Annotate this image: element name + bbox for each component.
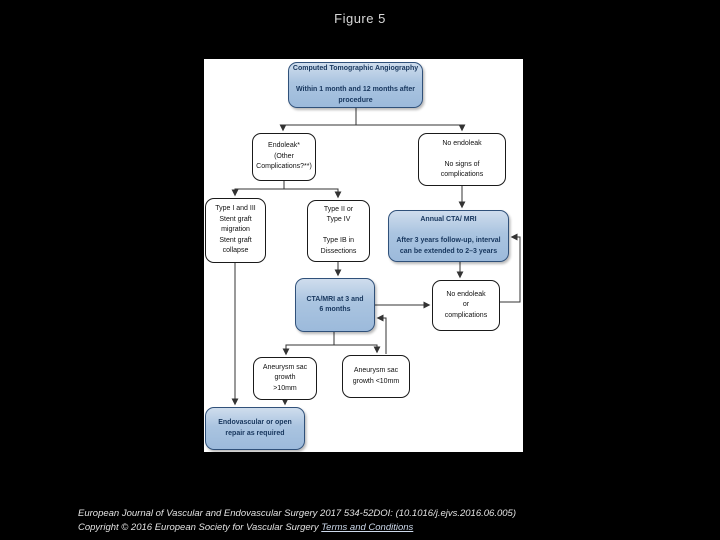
citation-line1: European Journal of Vascular and Endovas… [78, 508, 516, 519]
node-no-endoleak: No endoleak No signs of complications [418, 133, 506, 186]
node-repair: Endovascular or open repair as required [205, 407, 305, 450]
node-type-ii-iv: Type II or Type IV Type IB in Dissection… [307, 200, 370, 262]
node-cta-3-6-months: CTA/MRI at 3 and 6 months [295, 278, 375, 332]
node-sac-growth-lt10: Aneurysm sac growth <10mm [342, 355, 410, 398]
node-annual-cta-mri: Annual CTA/ MRI After 3 years follow-up,… [388, 210, 509, 262]
terms-and-conditions-link[interactable]: Terms and Conditions [321, 522, 414, 533]
node-type-i-iii: Type I and III Stent graft migration Ste… [205, 198, 266, 263]
citation-line2: Copyright © 2016 European Society for Va… [78, 521, 678, 535]
node-sac-growth-gt10: Aneurysm sac growth >10mm [253, 357, 317, 400]
node-no-endoleak-complications: No endoleak or complications [432, 280, 500, 331]
node-cta-initial: Computed Tomographic Angiography Within … [288, 62, 423, 108]
node-endoleak: Endoleak* (Other Complications?**) [252, 133, 316, 181]
flowchart-connectors [231, 108, 521, 406]
citation-footer: European Journal of Vascular and Endovas… [78, 507, 678, 535]
flowchart-panel: Computed Tomographic Angiography Within … [204, 59, 523, 452]
copyright-text: Copyright © 2016 European Society for Va… [78, 522, 322, 533]
figure-title: Figure 5 [334, 11, 386, 26]
